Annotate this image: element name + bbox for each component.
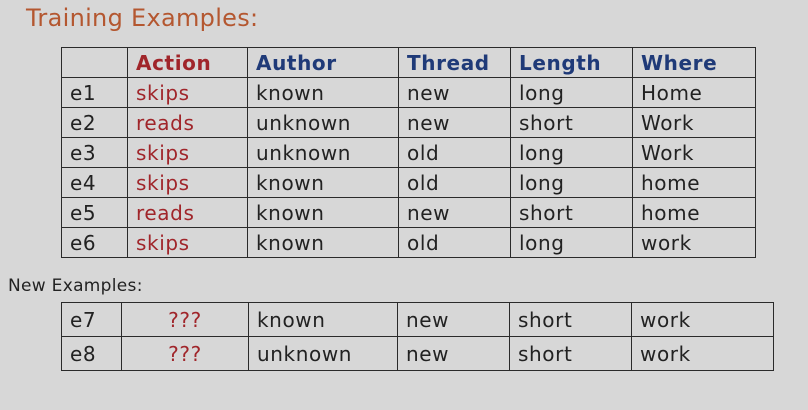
thread-cell: new	[397, 336, 510, 371]
thread-cell: new	[398, 107, 511, 138]
unknown-action-cell: ???	[121, 302, 249, 337]
example-id-cell: e6	[61, 227, 128, 258]
thread-cell: old	[398, 227, 511, 258]
training-examples-table: Action Author Thread Length Where e1 ski…	[61, 47, 756, 258]
where-cell: home	[632, 197, 756, 228]
thread-cell: new	[398, 77, 511, 108]
example-id-cell: e4	[61, 167, 128, 198]
where-cell: Work	[632, 137, 756, 168]
unknown-action-cell: ???	[121, 336, 249, 371]
action-cell: skips	[127, 227, 248, 258]
where-cell: work	[632, 227, 756, 258]
header-thread: Thread	[398, 47, 511, 78]
table-header-row: Action Author Thread Length Where	[61, 47, 756, 78]
length-cell: short	[509, 302, 632, 337]
author-cell: unknown	[248, 336, 398, 371]
action-cell: skips	[127, 77, 248, 108]
table-row: e7 ??? known new short work	[61, 302, 774, 337]
action-cell: reads	[127, 197, 248, 228]
header-author: Author	[247, 47, 399, 78]
length-cell: short	[510, 107, 633, 138]
table-row: e5 reads known new short home	[61, 197, 756, 228]
thread-cell: new	[398, 197, 511, 228]
table-row: e1 skips known new long Home	[61, 77, 756, 108]
length-cell: long	[510, 137, 633, 168]
length-cell: short	[510, 197, 633, 228]
new-examples-table: e7 ??? known new short work e8 ??? unkno…	[61, 302, 774, 371]
example-id-cell: e7	[61, 302, 122, 337]
length-cell: long	[510, 167, 633, 198]
action-cell: reads	[127, 107, 248, 138]
thread-cell: new	[397, 302, 510, 337]
thread-cell: old	[398, 137, 511, 168]
where-cell: Home	[632, 77, 756, 108]
author-cell: known	[248, 302, 398, 337]
length-cell: long	[510, 227, 633, 258]
example-id-cell: e3	[61, 137, 128, 168]
example-id-cell: e1	[61, 77, 128, 108]
table-row: e8 ??? unknown new short work	[61, 336, 774, 371]
author-cell: known	[247, 77, 399, 108]
where-cell: Work	[632, 107, 756, 138]
where-cell: work	[631, 302, 774, 337]
header-action: Action	[127, 47, 248, 78]
example-id-cell: e5	[61, 197, 128, 228]
action-cell: skips	[127, 167, 248, 198]
action-cell: skips	[127, 137, 248, 168]
author-cell: known	[247, 197, 399, 228]
author-cell: unknown	[247, 107, 399, 138]
table-row: e6 skips known old long work	[61, 227, 756, 258]
training-examples-title: Training Examples:	[26, 4, 259, 32]
table-row: e2 reads unknown new short Work	[61, 107, 756, 138]
author-cell: known	[247, 227, 399, 258]
length-cell: long	[510, 77, 633, 108]
header-example-id	[61, 47, 128, 78]
where-cell: home	[632, 167, 756, 198]
example-id-cell: e8	[61, 336, 122, 371]
where-cell: work	[631, 336, 774, 371]
new-examples-title: New Examples:	[8, 276, 143, 296]
author-cell: known	[247, 167, 399, 198]
header-length: Length	[510, 47, 633, 78]
author-cell: unknown	[247, 137, 399, 168]
example-id-cell: e2	[61, 107, 128, 138]
header-where: Where	[632, 47, 756, 78]
length-cell: short	[509, 336, 632, 371]
table-row: e4 skips known old long home	[61, 167, 756, 198]
table-row: e3 skips unknown old long Work	[61, 137, 756, 168]
thread-cell: old	[398, 167, 511, 198]
